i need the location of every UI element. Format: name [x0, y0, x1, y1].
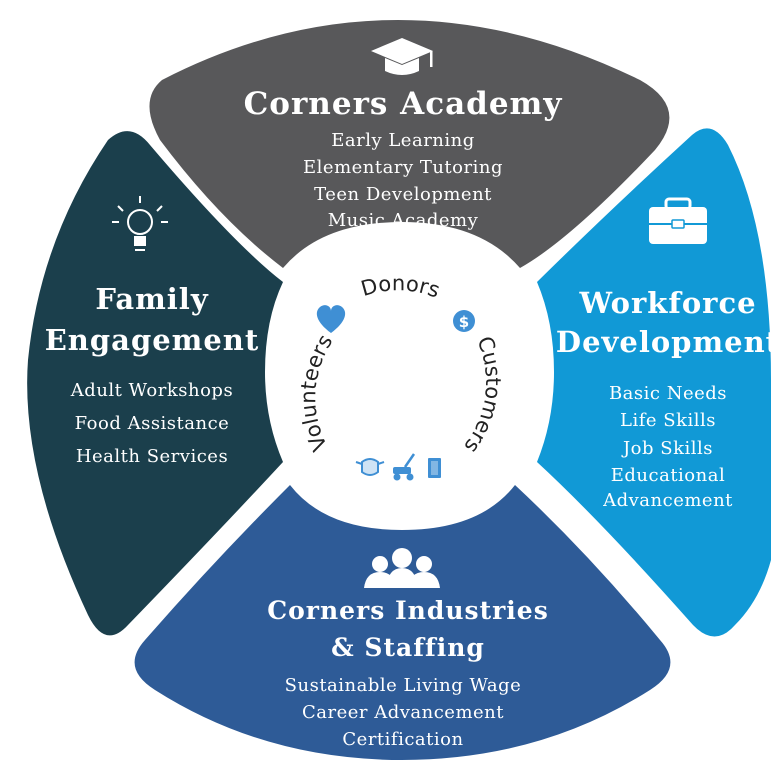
industries-title: Corners Industries: [267, 596, 549, 625]
workforce-item: Life Skills: [620, 410, 716, 431]
lightbulb-icon: [112, 196, 168, 251]
industries-item: Certification: [342, 729, 463, 750]
section-workforce-development: Workforce Development Basic Needs Life S…: [537, 128, 771, 637]
academy-item: Early Learning: [331, 130, 475, 151]
industries-item: Sustainable Living Wage: [285, 675, 522, 696]
briefcase-icon: [649, 197, 707, 244]
center-circle: Donors Customers Volunteers $: [296, 271, 505, 481]
heart-icon: [316, 305, 346, 333]
face-mask-icon: [355, 458, 385, 476]
academy-item: Elementary Tutoring: [303, 157, 503, 178]
industries-item: Career Advancement: [302, 702, 504, 723]
academy-title: Corners Academy: [244, 86, 563, 122]
family-segment: [27, 131, 283, 636]
svg-text:$: $: [459, 313, 469, 331]
workforce-item: Basic Needs: [609, 383, 727, 404]
section-family-engagement: Family Engagement Adult Workshops Food A…: [27, 131, 283, 636]
workforce-title: Development: [556, 325, 771, 359]
academy-item: Music Academy: [328, 210, 479, 231]
book-icon: [428, 458, 441, 478]
section-corners-academy: Corners Academy Early Learning Elementar…: [149, 20, 670, 268]
customers-label: Customers: [459, 333, 505, 458]
lawn-mower-icon: [393, 453, 416, 481]
academy-segment: [149, 20, 670, 268]
section-corners-industries: Corners Industries & Staffing Sustainabl…: [134, 485, 671, 760]
workforce-segment: [537, 128, 771, 637]
industries-segment: [134, 485, 671, 760]
workforce-title: Workforce: [578, 286, 756, 320]
family-item: Adult Workshops: [70, 380, 233, 401]
family-title: Family: [95, 282, 209, 316]
workforce-item: Job Skills: [621, 438, 713, 459]
volunteers-label: Volunteers: [296, 330, 337, 454]
workforce-item: Advancement: [602, 490, 733, 511]
dollar-coin-icon: $: [453, 310, 475, 332]
people-group-icon: [364, 548, 440, 588]
family-item: Health Services: [76, 446, 228, 467]
family-title: Engagement: [45, 323, 260, 357]
industries-title: & Staffing: [331, 633, 485, 662]
workforce-item: Educational: [611, 465, 725, 486]
donors-label: Donors: [358, 271, 443, 302]
family-item: Food Assistance: [75, 413, 230, 434]
graduation-cap-icon: [371, 38, 433, 75]
academy-item: Teen Development: [314, 184, 492, 205]
